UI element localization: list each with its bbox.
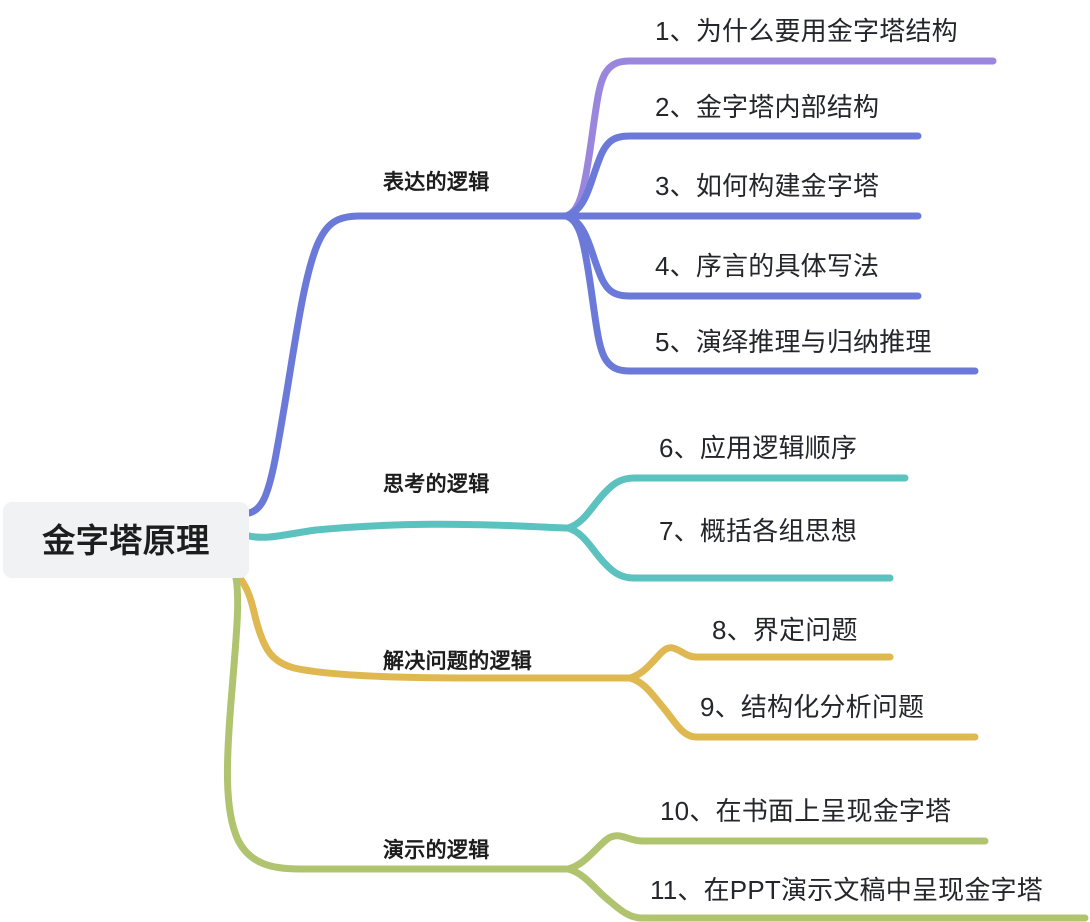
edge-branch-2-child-0 <box>626 644 894 682</box>
branch-node-presentation-logic[interactable]: 演示的逻辑 <box>383 840 490 861</box>
root-node-label: 金字塔原理 <box>42 521 210 559</box>
branch-label-text: 表达的逻辑 <box>383 171 490 194</box>
leaf-node-4[interactable]: 4、序言的具体写法 <box>655 253 879 279</box>
branch-node-thinking-logic[interactable]: 思考的逻辑 <box>383 474 490 495</box>
leaf-node-1[interactable]: 1、为什么要用金字塔结构 <box>655 18 958 44</box>
leaf-node-11[interactable]: 11、在PPT演示文稿中呈现金字塔 <box>650 877 1043 903</box>
leaf-label-text: 9、结构化分析问题 <box>700 692 925 722</box>
branch-label-text: 解决问题的逻辑 <box>383 650 533 673</box>
leaf-label-text: 10、在书面上呈现金字塔 <box>660 796 952 826</box>
branch-label-text: 思考的逻辑 <box>383 473 490 496</box>
edge-root-to-branch-3 <box>223 574 572 873</box>
edge-root-to-branch-0 <box>245 212 570 517</box>
leaf-label-text: 8、界定问题 <box>712 615 858 645</box>
leaf-label-text: 7、概括各组思想 <box>659 516 858 546</box>
edge-branch-3-child-0 <box>564 832 989 873</box>
leaf-node-3[interactable]: 3、如何构建金字塔 <box>655 173 879 199</box>
edge-root-to-branch-1 <box>245 520 572 541</box>
leaf-label-text: 4、序言的具体写法 <box>655 251 880 281</box>
leaf-label-text: 11、在PPT演示文稿中呈现金字塔 <box>650 875 1043 905</box>
leaf-label-text: 6、应用逻辑顺序 <box>659 433 858 463</box>
leaf-node-2[interactable]: 2、金字塔内部结构 <box>655 94 879 120</box>
branch-label-text: 演示的逻辑 <box>383 839 490 862</box>
branch-node-problem-solving-logic[interactable]: 解决问题的逻辑 <box>383 651 532 672</box>
leaf-node-9[interactable]: 9、结构化分析问题 <box>700 694 924 720</box>
leaf-node-6[interactable]: 6、应用逻辑顺序 <box>659 435 857 461</box>
leaf-label-text: 3、如何构建金字塔 <box>655 171 880 201</box>
leaf-label-text: 2、金字塔内部结构 <box>655 92 880 122</box>
leaf-node-10[interactable]: 10、在书面上呈现金字塔 <box>660 798 951 824</box>
branch-node-expression-logic[interactable]: 表达的逻辑 <box>383 172 490 193</box>
leaf-node-7[interactable]: 7、概括各组思想 <box>659 518 857 544</box>
leaf-node-8[interactable]: 8、界定问题 <box>712 617 858 643</box>
leaf-label-text: 5、演绎推理与归纳推理 <box>655 327 932 357</box>
leaf-node-5[interactable]: 5、演绎推理与归纳推理 <box>655 329 932 355</box>
leaf-label-text: 1、为什么要用金字塔结构 <box>655 16 958 46</box>
root-node[interactable]: 金字塔原理 <box>3 502 249 578</box>
